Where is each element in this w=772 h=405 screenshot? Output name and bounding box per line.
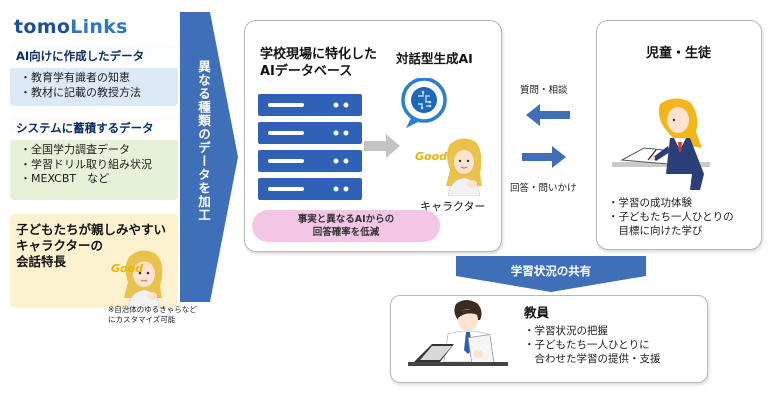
character-illustration-left [124,250,163,308]
list-item: ・子どもたち一人ひとりの [608,211,734,223]
logo-part-tomo: tomo [14,16,71,38]
accuracy-pill-text: 事実と異なるAIからの 回答確率を低減 [252,213,440,239]
teacher-title: 教員 [524,305,550,320]
accuracy-pill-line: 事実と異なるAIからの [297,214,395,225]
tomolinks-logo: tomoLinks [14,16,128,38]
ai-database-title-line: 学校現場に特化した [260,47,378,62]
chevron-label: 異なる種類のデータを加工 [196,60,211,222]
arrow-right-blue-icon [522,146,566,168]
good-badge-center: Good [415,150,448,163]
customize-note-line: にカスタマイズ可能 [108,315,176,324]
question-label: 質問・相談 [520,85,568,96]
accuracy-pill [252,210,440,242]
panel-character-title-line: 会話特長 [16,254,67,269]
student-outcomes: ・学習の成功体験 ・子どもたち一人ひとりの 目標に向けた学び [608,196,764,238]
ai-chat-bubble-icon [401,78,447,128]
list-item: ・学習状況の把握 [524,325,608,337]
panel-ai-data-items: ・教育学有識者の知恵 ・教材に記載の教授方法 [10,68,178,104]
share-label: 学習状況の共有 [510,264,592,278]
list-item: ・学習ドリル取り組み状況 [20,157,152,171]
list-item: ・子どもたち一人ひとりに [524,339,650,351]
teacher-box [390,295,708,383]
list-item: 目標に向けた学び [608,225,703,237]
good-badge-left: Good [111,262,144,275]
character-caption: キャラクター [420,200,486,213]
list-item: ・教育学有識者の知恵 [20,71,130,84]
list-item: ・全国学力調査データ [20,143,130,156]
panel-character-title-line: 子どもたちが親しみやすい [16,222,167,237]
student-illustration [612,98,710,190]
customize-note-line: ※自治体のゆるきゃらなど [108,305,197,314]
panel-character-title: 子どもたちが親しみやすい キャラクターの 会話特長 [10,214,178,278]
share-down-arrow [456,256,646,292]
list-item: ・MEXCBT など [20,172,110,185]
student-title: 児童・生徒 [646,46,712,61]
panel-ai-data-title: AI向けに作成したデータ [10,44,178,68]
panel-system-data-items: ・全国学力調査データ ・学習ドリル取り組み状況 ・MEXCBT など [10,140,178,191]
generative-ai-title: 対話型生成AI [396,51,473,66]
list-item: ・学習の成功体験 [608,197,692,209]
ai-database-title-line: AIデータベース [260,64,353,79]
database-server-icon [258,94,362,200]
ai-database-title: 学校現場に特化した AIデータベース [260,46,400,80]
teacher-outcomes: ・学習状況の把握 ・子どもたち一人ひとりに 合わせた学習の提供・支援 [524,324,704,366]
arrow-left-icon [526,104,570,126]
process-chevron-arrow [180,12,238,302]
arrow-right-icon [364,134,400,158]
panel-character-title-line: キャラクターの [16,238,104,253]
list-item: ・教材に記載の教授方法 [20,85,141,99]
logo-part-links: Links [70,16,128,38]
answer-label: 回答・問いかけ [510,183,577,194]
accuracy-pill-line: 回答確率を低減 [312,227,380,238]
character-illustration-center [446,138,482,196]
list-item: 合わせた学習の提供・支援 [524,353,661,365]
teacher-illustration [408,300,508,366]
panel-ai-data: AI向けに作成したデータ ・教育学有識者の知恵 ・教材に記載の教授方法 [10,44,178,106]
panel-system-data-title: システムに蓄積するデータ [10,116,178,140]
panel-system-data: システムに蓄積するデータ ・全国学力調査データ ・学習ドリル取り組み状況 ・ME… [10,116,178,200]
customize-note: ※自治体のゆるきゃらなど にカスタマイズ可能 [108,305,228,325]
